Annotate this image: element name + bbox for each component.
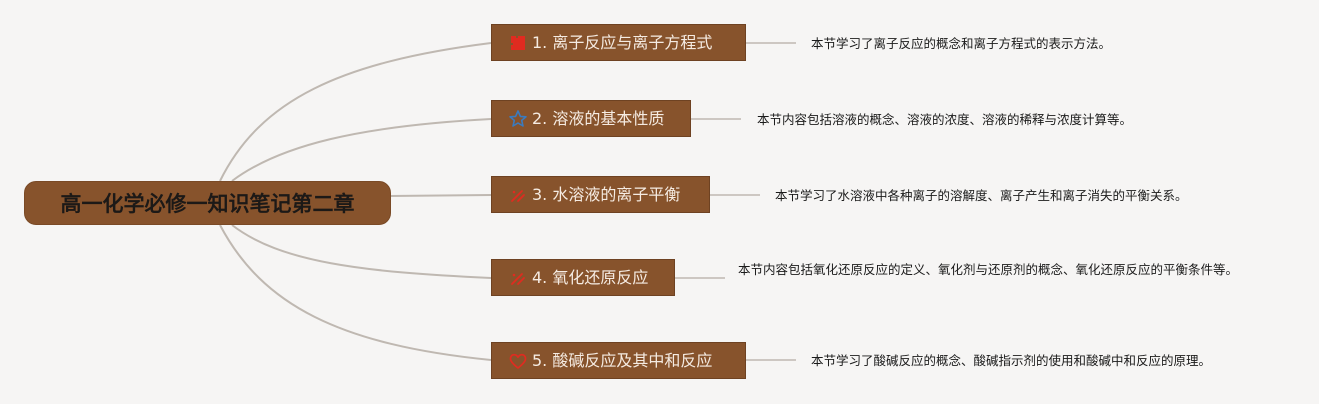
branch-line-3 [389,194,492,197]
star-icon [509,109,527,127]
topic-4-description: 本节内容包括氧化还原反应的定义、氧化剂与还原剂的概念、氧化还原反应的平衡条件等。 [738,262,1239,277]
root-topic[interactable]: 高一化学必修一知识笔记第二章 [24,181,391,225]
topic-3[interactable]: 3. 水溶液的离子平衡 [491,176,710,213]
branch-line-5 [219,224,492,361]
heart-icon [509,353,527,369]
topic-1[interactable]: 1. 离子反应与离子方程式 [491,24,746,61]
red-square-icon [511,35,525,50]
topic-2-label: 2. 溶液的基本性质 [532,109,665,128]
topic-4[interactable]: 4. 氧化还原反应 [491,259,675,296]
topic-2[interactable]: 2. 溶液的基本性质 [491,100,691,137]
topic-3-description: 本节学习了水溶液中各种离子的溶解度、离子产生和离子消失的平衡关系。 [775,188,1188,203]
sparkle-icon [511,272,525,285]
topic-4-label: 4. 氧化还原反应 [532,268,649,287]
branch-line-2 [231,118,492,182]
topic-2-description: 本节内容包括溶液的概念、溶液的浓度、溶液的稀释与浓度计算等。 [757,112,1133,127]
topic-5[interactable]: 5. 酸碱反应及其中和反应 [491,342,746,379]
topic-5-description: 本节学习了酸碱反应的概念、酸碱指示剂的使用和酸碱中和反应的原理。 [811,353,1212,368]
topic-1-label: 1. 离子反应与离子方程式 [532,33,713,52]
sparkle-icon [511,189,525,202]
branch-line-1 [219,42,492,182]
topic-5-label: 5. 酸碱反应及其中和反应 [532,351,713,370]
topic-1-description: 本节学习了离子反应的概念和离子方程式的表示方法。 [811,36,1112,51]
topic-3-label: 3. 水溶液的离子平衡 [532,185,681,204]
branch-line-4 [231,224,492,279]
